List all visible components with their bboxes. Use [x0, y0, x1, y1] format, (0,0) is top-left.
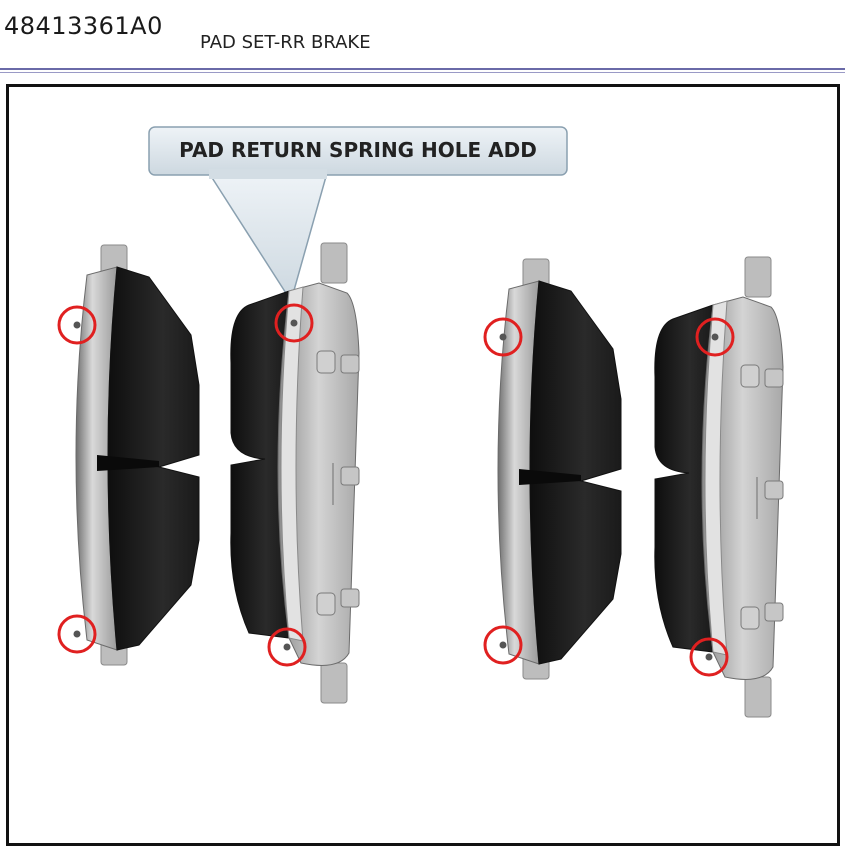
brake-pad-inner-icon: [75, 244, 200, 666]
brake-pad-diagram: PAD RETURN SPRING HOLE ADD: [6, 84, 840, 846]
brake-pad-outer-icon: [229, 242, 360, 704]
callout-text: PAD RETURN SPRING HOLE ADD: [179, 138, 537, 162]
spring-hole-marker: [267, 627, 307, 667]
spring-hole-marker: [57, 614, 97, 654]
header: 48413361A0 PAD SET-RR BRAKE: [0, 0, 845, 70]
brake-pad-inner-icon: [497, 258, 622, 680]
spring-hole-markers: [57, 303, 735, 677]
spring-hole-marker: [483, 317, 523, 357]
part-name: PAD SET-RR BRAKE: [200, 32, 371, 53]
spring-hole-marker: [483, 625, 523, 665]
callout-box: PAD RETURN SPRING HOLE ADD: [148, 126, 568, 303]
spring-hole-marker: [57, 305, 97, 345]
header-divider: [0, 68, 845, 70]
spring-hole-marker: [695, 317, 735, 357]
spring-hole-marker: [274, 303, 314, 343]
spring-hole-marker: [689, 637, 729, 677]
brake-pad-outer-icon: [653, 256, 784, 718]
header-divider-secondary: [0, 72, 845, 73]
part-number: 48413361A0: [4, 12, 163, 40]
